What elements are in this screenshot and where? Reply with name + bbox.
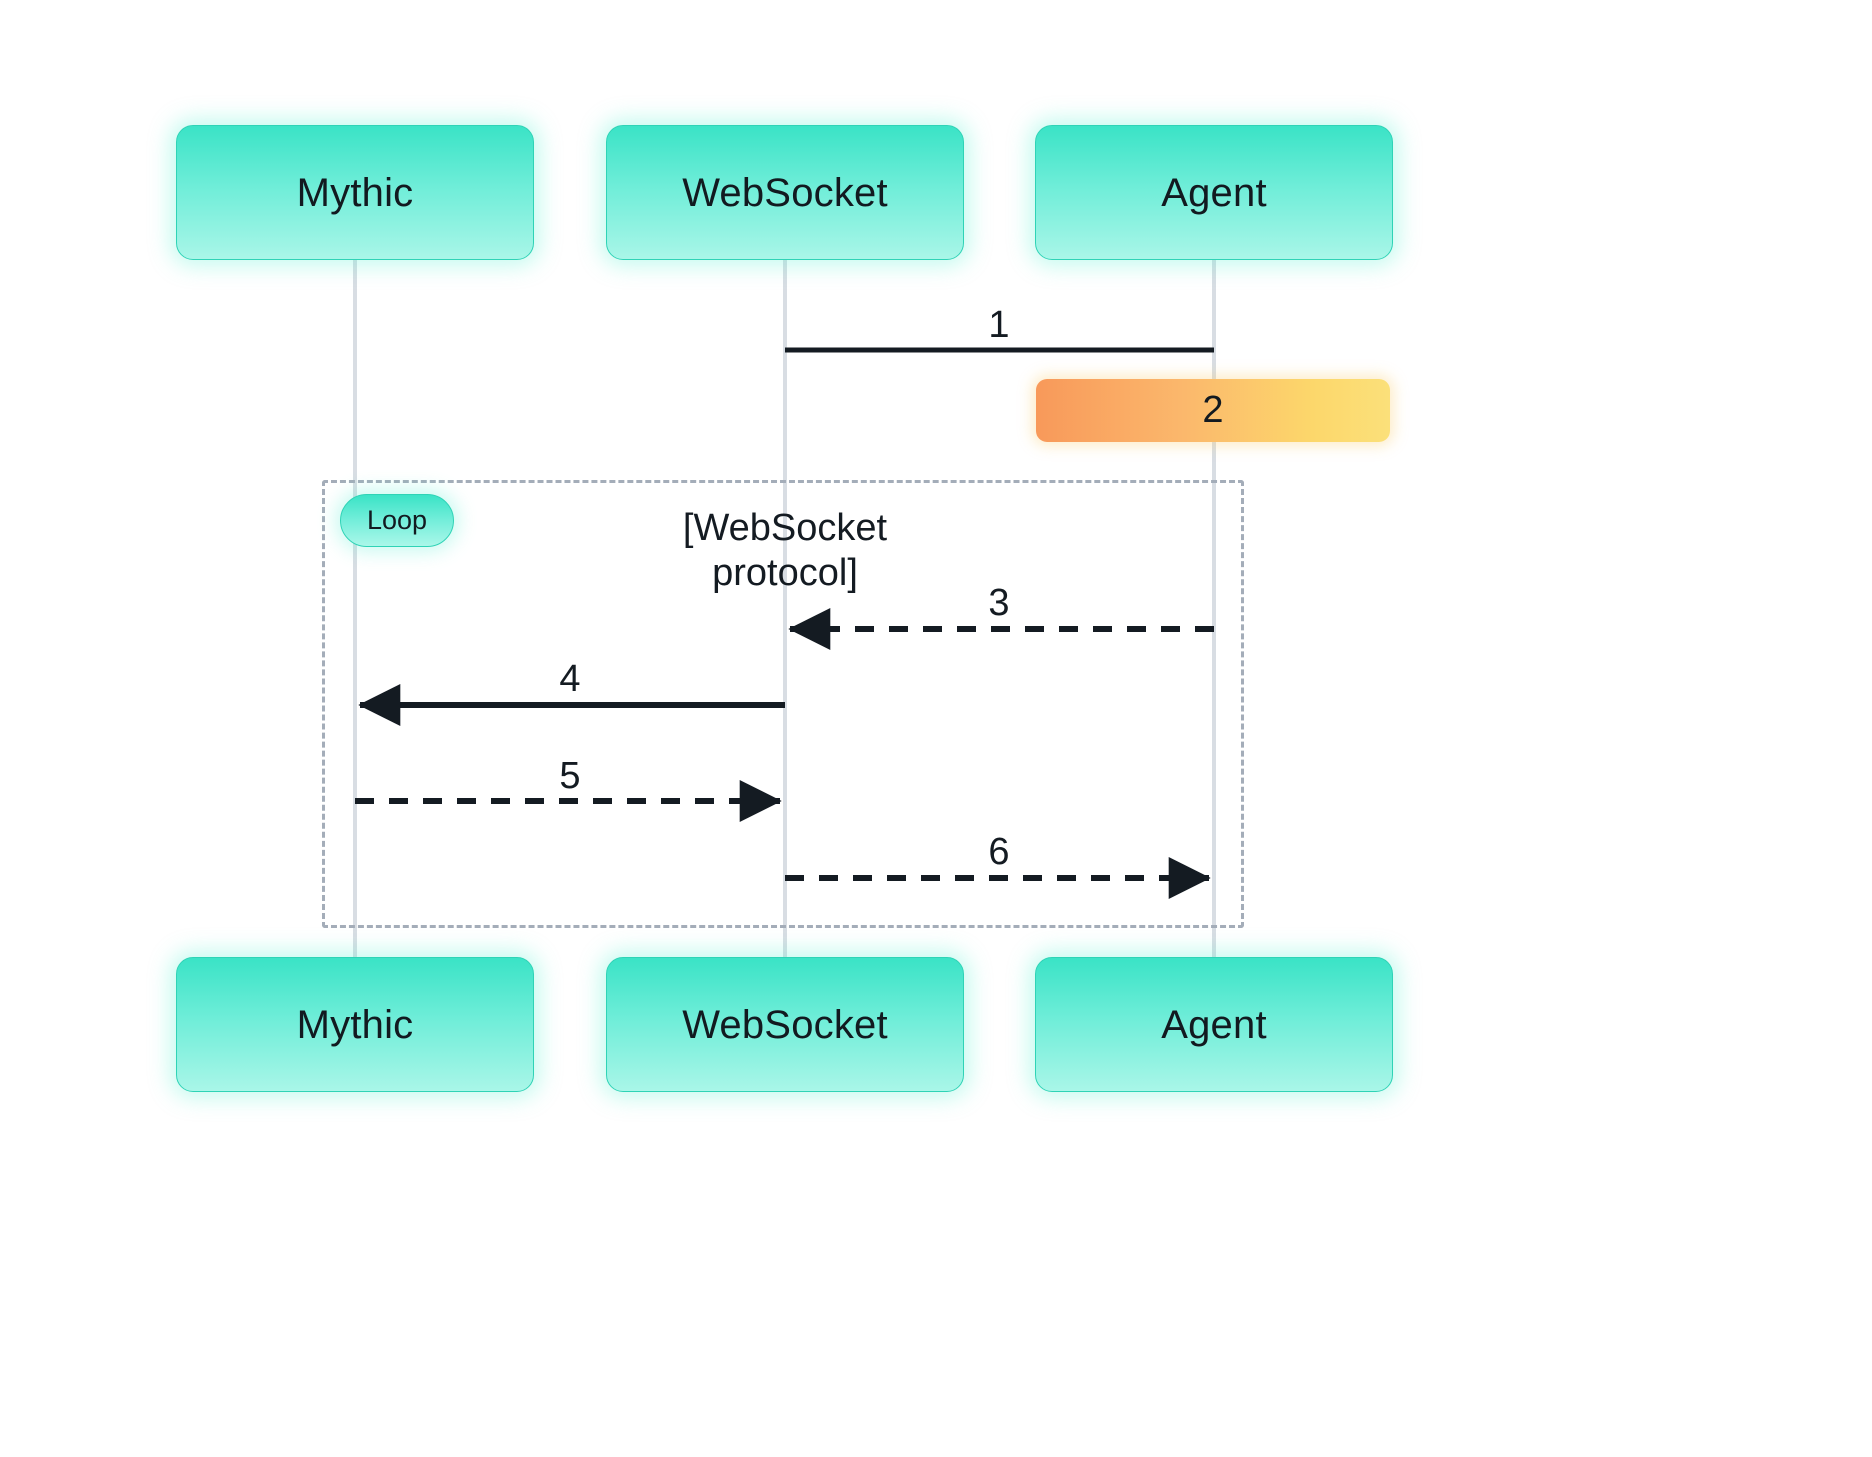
self-message-bar-2: 2 bbox=[1036, 379, 1390, 442]
message-label-3: 3 bbox=[988, 582, 1010, 624]
participant-box-mythic-bottom[interactable]: Mythic bbox=[176, 957, 534, 1092]
participant-label-websocket-top: WebSocket bbox=[682, 170, 888, 215]
participant-box-mythic-top[interactable]: Mythic bbox=[176, 125, 534, 260]
participant-label-websocket-bottom: WebSocket bbox=[682, 1002, 888, 1047]
message-label-4: 4 bbox=[559, 658, 581, 700]
loop-fragment bbox=[322, 480, 1244, 928]
participant-box-websocket-top[interactable]: WebSocket bbox=[606, 125, 964, 260]
self-message-label-2: 2 bbox=[1202, 389, 1224, 431]
fragment-title: [WebSocket protocol] bbox=[682, 507, 888, 594]
participant-label-mythic-top: Mythic bbox=[296, 170, 414, 215]
loop-fragment-badge-label: Loop bbox=[367, 505, 428, 535]
participant-box-agent-bottom[interactable]: Agent bbox=[1035, 957, 1393, 1092]
participant-label-mythic-bottom: Mythic bbox=[296, 1002, 414, 1047]
participant-box-websocket-bottom[interactable]: WebSocket bbox=[606, 957, 964, 1092]
message-label-1: 1 bbox=[988, 304, 1010, 346]
message-label-6: 6 bbox=[988, 831, 1010, 873]
participant-box-agent-top[interactable]: Agent bbox=[1035, 125, 1393, 260]
message-label-5: 5 bbox=[559, 755, 581, 797]
loop-fragment-badge: Loop bbox=[340, 494, 455, 547]
participant-label-agent-top: Agent bbox=[1161, 170, 1267, 215]
participant-label-agent-bottom: Agent bbox=[1161, 1002, 1267, 1047]
